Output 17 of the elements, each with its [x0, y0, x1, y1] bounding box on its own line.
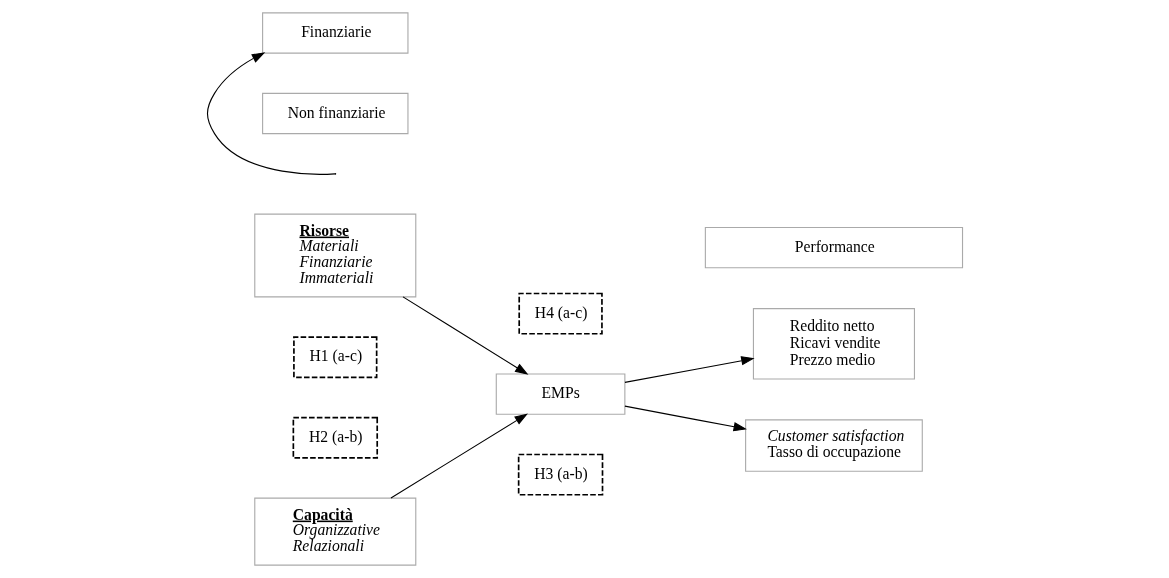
node-box: H4 (a-c) — [517, 292, 603, 335]
node-box: Customer satisfaction Tasso di occupazione — [744, 419, 923, 472]
node-box: EMPs — [495, 373, 625, 415]
node-box: H2 (a-b) — [292, 416, 378, 459]
arrow — [623, 356, 755, 383]
node-box: Performance — [704, 226, 963, 269]
node-box: H3 (a-b) — [517, 453, 603, 496]
node-box: Non finanziarie — [261, 92, 408, 135]
arrow — [206, 52, 335, 175]
arrow — [389, 413, 528, 499]
arrow — [401, 296, 528, 375]
arrow — [623, 405, 747, 432]
node-box: Capacità Organizzative Relazionali — [253, 497, 416, 566]
node-box: Finanziarie — [261, 12, 408, 54]
node-box: Risorse Materiali Finanziarie Immateriali — [253, 213, 416, 298]
node-box: Reddito netto Ricavi vendite Prezzo medio — [752, 308, 915, 380]
node-box: H1 (a-c) — [292, 336, 377, 379]
